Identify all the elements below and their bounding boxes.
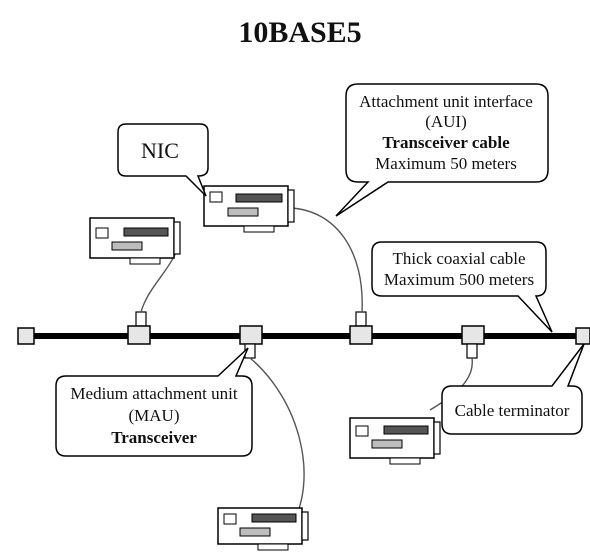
callout-aui-line-1: Attachment unit interface xyxy=(359,92,533,111)
callout-terminator-text: Cable terminator xyxy=(455,401,570,420)
callout-aui-line-4: Maximum 50 meters xyxy=(375,154,517,173)
nic-card-icon xyxy=(89,217,181,265)
callout-aui-line-3: Transceiver cable xyxy=(382,133,510,152)
callout-mau-line-3: Transceiver xyxy=(111,428,197,447)
nic-card-icon xyxy=(203,185,295,233)
transceiver-icon xyxy=(461,325,485,359)
terminator-right-icon xyxy=(575,327,590,345)
nic-card-icon xyxy=(349,417,441,465)
transceiver-cable xyxy=(289,207,363,313)
callout-mau-line-2: (MAU) xyxy=(129,406,180,425)
callout-terminator: Cable terminator xyxy=(441,343,585,435)
transceiver-icon xyxy=(349,311,373,345)
callout-mau-line-1: Medium attachment unit xyxy=(70,384,237,403)
callout-aui: Attachment unit interface (AUI) Transcei… xyxy=(335,83,549,217)
callout-nic-text: NIC xyxy=(141,138,179,163)
callout-coax-line-2: Maximum 500 meters xyxy=(384,270,534,289)
transceiver-icon xyxy=(127,311,151,345)
callout-nic: NIC xyxy=(117,123,209,197)
callout-coax-line-1: Thick coaxial cable xyxy=(392,249,525,268)
nic-card-icon xyxy=(217,507,309,551)
callout-mau: Medium attachment unit (MAU) Transceiver xyxy=(55,347,253,457)
callout-aui-line-2: (AUI) xyxy=(425,112,467,131)
terminator-left-icon xyxy=(17,327,35,345)
callout-coax: Thick coaxial cable Maximum 500 meters xyxy=(371,241,553,333)
diagram-title: 10BASE5 xyxy=(238,16,361,49)
transceiver-cable xyxy=(249,357,305,529)
